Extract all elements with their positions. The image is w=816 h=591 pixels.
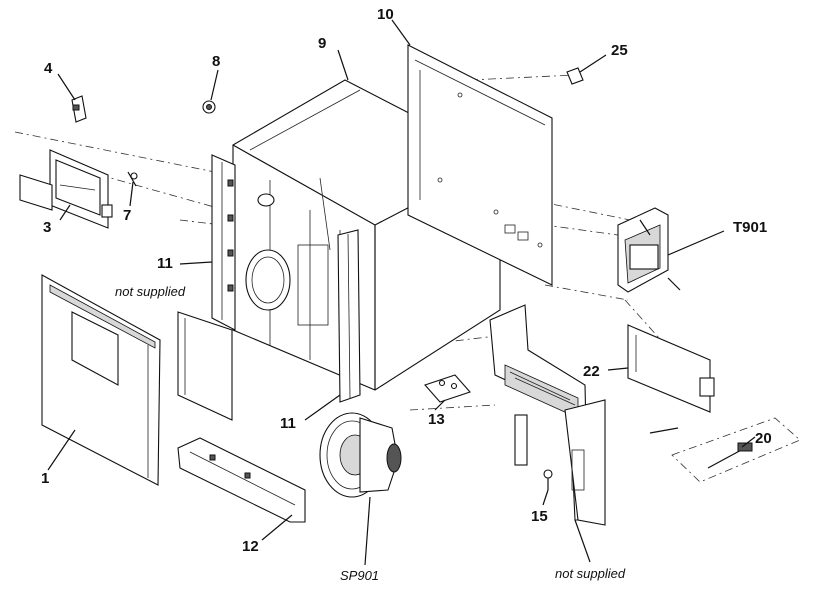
label-part-12: 12 [242, 538, 259, 555]
label-part-11-upper: 11 [157, 255, 173, 272]
transformer-t901 [617, 207, 681, 293]
label-part-10: 10 [377, 6, 394, 23]
label-sp901: SP901 [340, 568, 379, 583]
label-part-7: 7 [123, 207, 131, 224]
base-trim-part-12 [177, 437, 306, 523]
back-board-part-10 [407, 44, 553, 286]
label-part-9: 9 [318, 35, 326, 52]
label-part-25: 25 [611, 42, 628, 59]
clip-part-4 [71, 95, 87, 123]
side-strip-part-11-left [211, 154, 236, 331]
not-supplied-note-bottom: not supplied [555, 566, 626, 581]
label-part-13: 13 [428, 411, 445, 428]
not-supplied-note-left: not supplied [115, 284, 186, 299]
front-grille-part-1 [41, 274, 161, 486]
front-baffle-panel [177, 249, 291, 421]
amplifier-bracket [489, 304, 606, 526]
display-bracket-part-3 [19, 149, 113, 229]
label-part-3: 3 [43, 219, 51, 236]
power-cord-part-20 [649, 417, 801, 483]
label-part-1: 1 [41, 470, 49, 487]
screw-part-7 [127, 171, 138, 187]
side-strip-part-11-right [337, 229, 361, 403]
label-t901: T901 [733, 219, 767, 236]
label-part-20: 20 [755, 430, 772, 447]
woofer-sp901 [319, 412, 402, 498]
nut-part-8 [202, 100, 216, 114]
bracket-part-13 [424, 374, 471, 403]
label-part-4: 4 [44, 60, 53, 77]
circuit-board-part-22 [627, 324, 715, 413]
clip-part-25 [566, 67, 584, 85]
label-part-15: 15 [531, 508, 548, 525]
screw-part-15 [543, 469, 553, 490]
leader-lines [47, 19, 756, 566]
label-part-22: 22 [583, 363, 600, 380]
label-part-8: 8 [212, 53, 220, 70]
label-part-11-lower: 11 [280, 415, 296, 432]
